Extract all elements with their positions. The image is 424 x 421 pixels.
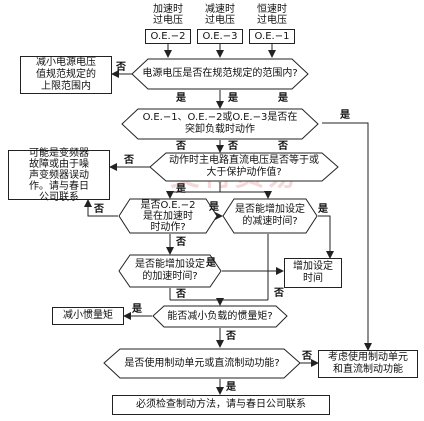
label-yes-supply-3: 是 bbox=[278, 93, 288, 104]
sudden-unload-check: O.E.−1、O.E.−2或O.E.−3是否在 突卸负载时动作 bbox=[118, 108, 322, 140]
label-no-decel: 否 bbox=[274, 288, 284, 299]
header-const-overvoltage: 恒速时 过电压 bbox=[257, 4, 287, 26]
label-yes-unload: 是 bbox=[340, 110, 350, 121]
label-no-oe2: 否 bbox=[94, 204, 104, 215]
code-oe2-box: O.E.−2 bbox=[145, 29, 191, 44]
consider-brake-box: 考虑使用制动单元 和直流制动功能 bbox=[318, 350, 418, 378]
label-no-oe2-down: 否 bbox=[176, 237, 186, 248]
increase-set-time-box: 增加设定 时间 bbox=[284, 258, 342, 288]
label-yes-inertia: 是 bbox=[132, 304, 142, 315]
oe2-accel-check: 是否O.E.−2 是在加速时 时动作? bbox=[116, 198, 220, 234]
label-no-supply: 否 bbox=[116, 62, 126, 73]
label-yes-dc: 是 bbox=[176, 184, 186, 195]
label-no-inertia: 否 bbox=[226, 331, 236, 342]
label-no-unload-1: 否 bbox=[176, 141, 186, 152]
label-no-dc: 否 bbox=[124, 155, 134, 166]
label-no-accel: 否 bbox=[176, 289, 186, 300]
label-no-brake: 否 bbox=[302, 351, 312, 362]
supply-voltage-check: 电源电压是否在规范规定的范围内? bbox=[128, 58, 312, 90]
label-yes-brake: 是 bbox=[226, 382, 236, 393]
increase-accel-time-check: 是否能增加设定 的加速时间? bbox=[116, 254, 224, 288]
label-no-unload-2: 否 bbox=[228, 141, 238, 152]
code-oe1-box: O.E.−1 bbox=[249, 29, 295, 44]
code-oe3-box: O.E.−3 bbox=[197, 29, 243, 44]
label-yes-oe2: 是 bbox=[209, 202, 219, 213]
dc-voltage-check: 动作时主电路直流电压是否等于或 大于保护动作值? bbox=[146, 152, 342, 182]
reduce-load-inertia-check: 能否减小负载的惯量矩? bbox=[150, 305, 290, 328]
reduce-voltage-box: 减小电源电压 值规范规定的 上限范围内 bbox=[20, 56, 112, 94]
header-decel-overvoltage: 减速时 过电压 bbox=[205, 4, 235, 26]
label-no-unload-3: 否 bbox=[278, 141, 288, 152]
brake-unit-used-check: 是否使用制动单元或直流制动功能? bbox=[100, 348, 304, 379]
header-accel-overvoltage: 加速时 过电压 bbox=[153, 4, 183, 26]
reduce-inertia-box: 减小惯量矩 bbox=[52, 307, 124, 325]
check-brake-method-box: 必须检查制动方法，请与春日公司联系 bbox=[112, 395, 330, 415]
label-yes-accel: 是 bbox=[206, 258, 216, 269]
label-yes-decel: 是 bbox=[318, 204, 328, 215]
increase-decel-time-check: 是否能增加设定 的减速时间? bbox=[220, 198, 320, 234]
label-yes-supply-2: 是 bbox=[228, 93, 238, 104]
label-yes-supply-1: 是 bbox=[176, 93, 186, 104]
inverter-fault-box: 可能是变频器 故障或由于噪 声变频器误动 作。请与春日 公司联系 bbox=[8, 148, 110, 203]
